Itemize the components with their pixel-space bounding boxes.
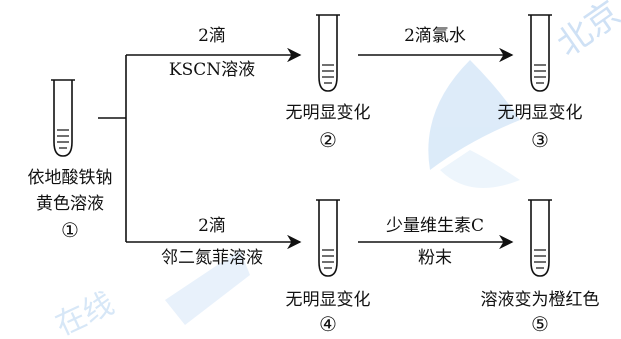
step-top-above: 2滴 [198, 26, 226, 46]
tube5-number: ⑤ [531, 312, 549, 336]
tube1-label-line1: 依地酸铁钠 [27, 168, 113, 188]
tube1-number: ① [61, 218, 79, 242]
test-tube-1 [50, 79, 76, 157]
tube2-number: ② [319, 128, 337, 152]
tube4-caption: 无明显变化 [285, 290, 371, 310]
tube3-number: ③ [531, 128, 549, 152]
step-bottom-right-below: 粉末 [418, 248, 452, 268]
step-bottom-above: 2滴 [198, 216, 226, 236]
test-tube-2 [315, 14, 341, 92]
test-tube-4 [315, 199, 341, 277]
watermark-logo [165, 60, 520, 325]
step-top-right-above: 2滴氯水 [404, 26, 466, 46]
tube2-caption: 无明显变化 [285, 103, 371, 123]
tube3-caption: 无明显变化 [497, 103, 583, 123]
tube5-caption: 溶液变为橙红色 [480, 290, 600, 310]
test-tube-3 [527, 14, 553, 92]
step-bottom-right-above: 少量维生素C [385, 216, 485, 236]
branch-connector [98, 55, 127, 242]
step-top-below: KSCN溶液 [168, 60, 256, 80]
tube1-label-line2: 黄色溶液 [36, 194, 104, 214]
step-bottom-below: 邻二氮菲溶液 [161, 248, 263, 268]
test-tube-5 [527, 199, 553, 277]
tube4-number: ④ [319, 312, 337, 336]
